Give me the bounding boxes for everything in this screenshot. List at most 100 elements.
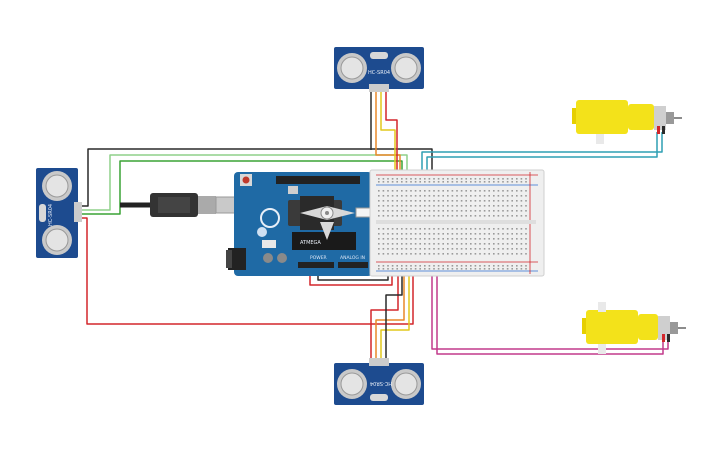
breadboard-hole — [516, 253, 518, 255]
breadboard-hole — [516, 228, 518, 230]
breadboard-hole — [479, 238, 481, 240]
breadboard-hole — [525, 181, 527, 183]
breadboard-hole — [387, 195, 389, 197]
breadboard[interactable] — [369, 169, 545, 277]
breadboard-hole — [506, 228, 509, 230]
breadboard-hole — [391, 181, 394, 183]
breadboard-hole — [474, 238, 477, 240]
breadboard-hole — [442, 200, 444, 202]
breadboard-hole — [525, 233, 527, 235]
breadboard-hole — [424, 233, 426, 235]
breadboard-hole — [488, 248, 490, 250]
breadboard-hole — [387, 253, 389, 255]
breadboard-hole — [497, 238, 500, 240]
wire-red-left-sensor[interactable] — [82, 217, 414, 325]
breadboard-hole — [516, 233, 518, 235]
breadboard-hole — [391, 233, 394, 235]
breadboard-hole — [378, 238, 380, 240]
breadboard-hole — [506, 265, 509, 267]
wire-magenta-motor-bottom-a[interactable] — [436, 215, 664, 355]
breadboard-hole — [520, 238, 523, 240]
ultrasonic-sensor-left[interactable]: HC-SR04 — [36, 168, 82, 258]
breadboard-hole — [474, 253, 477, 255]
breadboard-hole — [424, 178, 426, 180]
breadboard-hole — [428, 233, 431, 235]
breadboard-hole — [378, 268, 380, 270]
breadboard-hole — [460, 268, 463, 270]
breadboard-hole — [451, 190, 454, 192]
breadboard-hole — [460, 228, 463, 230]
breadboard-hole — [442, 243, 444, 245]
wire-magenta-motor-bottom-b[interactable] — [431, 215, 669, 350]
wire-orange-bottom-sensor[interactable] — [375, 270, 405, 358]
breadboard-hole — [488, 190, 490, 192]
breadboard-hole — [410, 200, 412, 202]
breadboard-hole — [433, 243, 435, 245]
breadboard-hole — [520, 195, 523, 197]
breadboard-hole — [391, 228, 394, 230]
breadboard-hole — [479, 190, 481, 192]
breadboard-hole — [460, 205, 463, 207]
breadboard-hole — [516, 268, 518, 270]
breadboard-hole — [483, 210, 486, 212]
breadboard-hole — [506, 238, 509, 240]
ultrasonic-sensor-bottom[interactable]: HC-SR04 — [334, 358, 424, 405]
breadboard-hole — [396, 205, 398, 207]
breadboard-hole — [525, 195, 527, 197]
breadboard-hole — [451, 243, 454, 245]
breadboard-hole — [424, 243, 426, 245]
breadboard-hole — [497, 178, 500, 180]
breadboard-hole — [442, 238, 444, 240]
breadboard-hole — [511, 265, 513, 267]
wire-light-green-left-sensor[interactable] — [82, 154, 408, 211]
wire-red-bottom-sensor[interactable] — [370, 270, 399, 358]
breadboard-hole — [460, 233, 463, 235]
breadboard-hole — [474, 228, 477, 230]
wire-green-left-sensor[interactable] — [82, 160, 403, 215]
breadboard-hole — [511, 268, 513, 270]
breadboard-hole — [419, 228, 421, 230]
breadboard-hole — [474, 210, 477, 212]
breadboard-hole — [502, 210, 504, 212]
dc-motor-top[interactable] — [572, 100, 682, 144]
breadboard-hole — [516, 178, 518, 180]
breadboard-hole — [447, 178, 449, 180]
breadboard-hole — [511, 238, 513, 240]
wire-black-left-sensor[interactable] — [82, 148, 433, 207]
breadboard-hole — [419, 195, 421, 197]
servo-motor[interactable] — [288, 196, 371, 240]
breadboard-hole — [410, 253, 412, 255]
wire-yellow-bottom-sensor[interactable] — [380, 270, 410, 358]
breadboard-hole — [414, 253, 417, 255]
breadboard-hole — [506, 190, 509, 192]
breadboard-hole — [470, 200, 472, 202]
breadboard-hole — [483, 265, 486, 267]
breadboard-hole — [516, 205, 518, 207]
wire-black-bottom-sensor[interactable] — [385, 270, 403, 358]
breadboard-hole — [414, 181, 417, 183]
breadboard-hole — [378, 200, 380, 202]
breadboard-hole — [493, 238, 495, 240]
wire-red-top-sensor[interactable] — [385, 92, 398, 186]
breadboard-hole — [479, 248, 481, 250]
breadboard-hole — [437, 268, 440, 270]
breadboard-hole — [502, 268, 504, 270]
breadboard-hole — [525, 243, 527, 245]
breadboard-hole — [456, 233, 458, 235]
breadboard-hole — [387, 268, 389, 270]
breadboard-hole — [433, 195, 435, 197]
breadboard-hole — [516, 200, 518, 202]
wire-yellow-top-sensor[interactable] — [380, 92, 396, 186]
ultrasonic-sensor-top[interactable]: HC-SR04 — [334, 47, 424, 92]
breadboard-hole — [387, 190, 389, 192]
breadboard-hole — [511, 195, 513, 197]
breadboard-hole — [506, 248, 509, 250]
breadboard-hole — [414, 238, 417, 240]
wire-teal-motor-top-a[interactable] — [421, 132, 663, 186]
breadboard-hole — [405, 228, 408, 230]
dc-motor-bottom[interactable] — [582, 302, 686, 354]
breadboard-hole — [506, 178, 509, 180]
breadboard-hole — [396, 181, 398, 183]
breadboard-hole — [465, 243, 467, 245]
breadboard-hole — [465, 228, 467, 230]
